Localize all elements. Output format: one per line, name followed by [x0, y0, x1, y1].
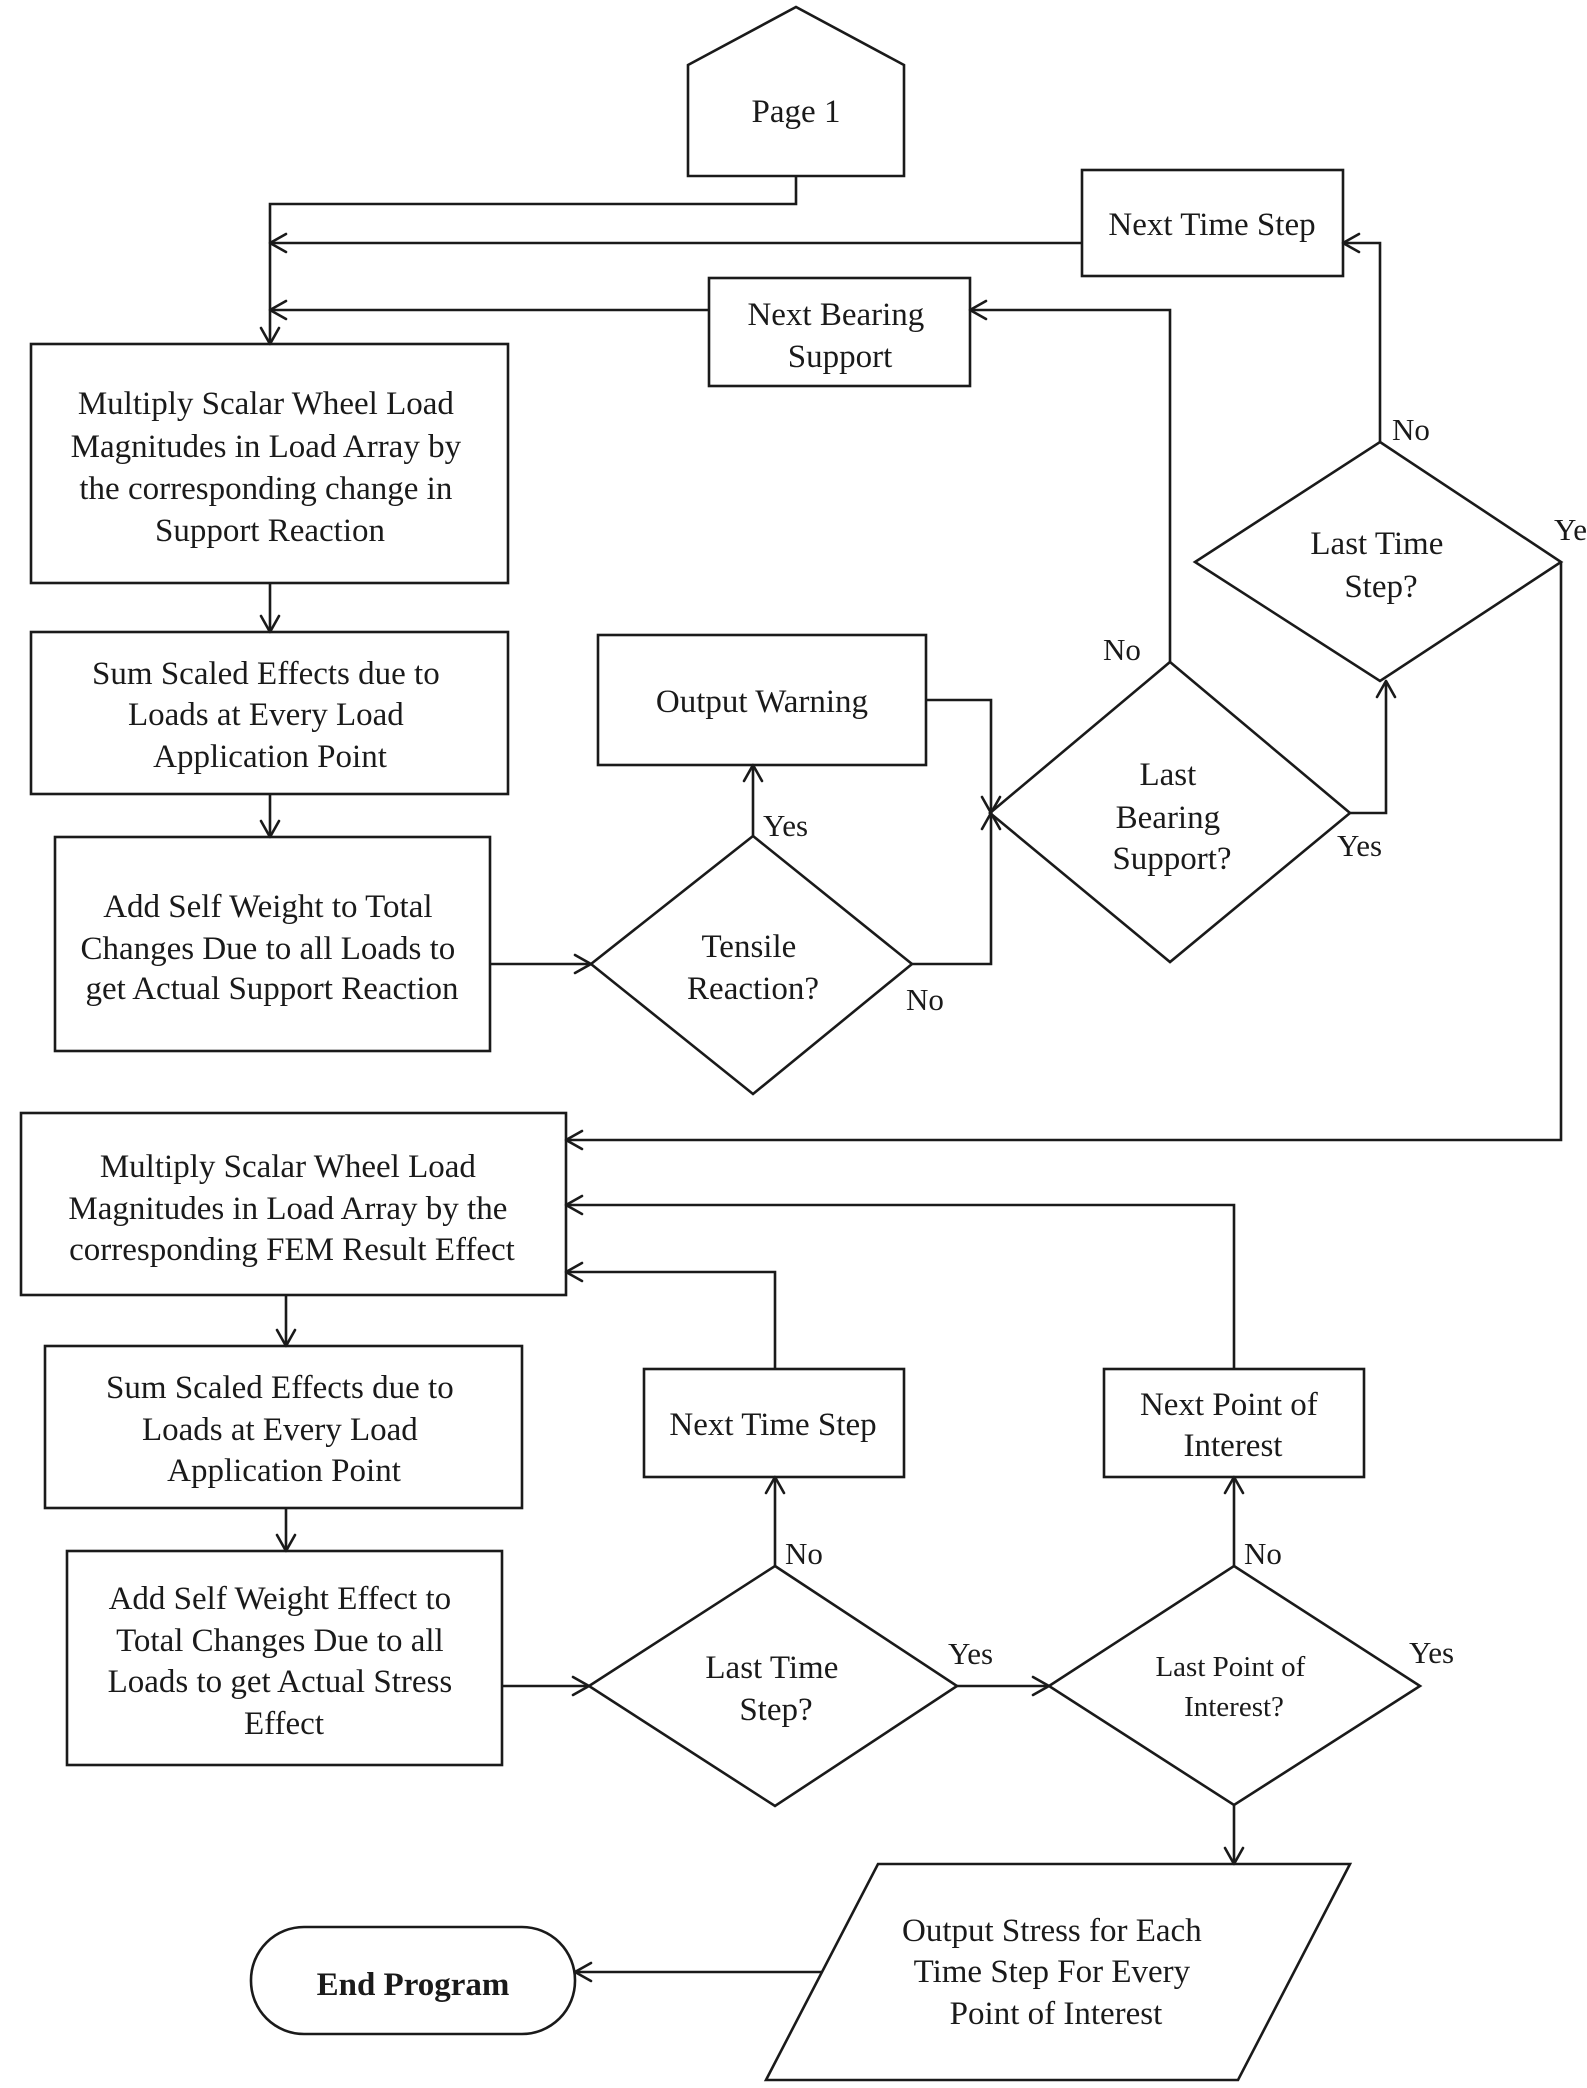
edge-label-poi-no: No — [1244, 1536, 1282, 1571]
edge-label-time-top-yes: Yes — [1554, 512, 1587, 547]
sum-scaled-effects-2-label: Sum Scaled Effects due to Loads at Every… — [106, 1370, 462, 1489]
output-warning-label: Output Warning — [656, 684, 868, 720]
sum-scaled-effects-1-box — [29, 630, 510, 796]
arrowhead — [564, 1129, 584, 1151]
connector-time-top-no — [1343, 241, 1382, 442]
arrowhead — [275, 1328, 297, 1348]
arrowhead — [742, 763, 764, 783]
arrowhead — [573, 953, 593, 975]
next-point-of-interest-label: Next Point of Interest — [1140, 1387, 1326, 1464]
last-time-step-top-label: Last Time Step? — [1310, 526, 1451, 605]
edge-label-tensile-yes: Yes — [763, 808, 808, 843]
edge-label-bearing-no: No — [1103, 632, 1141, 667]
arrowhead — [1031, 1675, 1051, 1697]
connector-next-time-bottom-loop — [566, 1270, 777, 1369]
arrowhead — [1341, 232, 1361, 254]
last-time-step-top-decision — [1192, 440, 1564, 683]
arrowhead — [564, 1194, 584, 1216]
multiply-change-support-label: Multiply Scalar Wheel Load Magnitudes in… — [71, 386, 470, 549]
end-program-label: End Program — [317, 1967, 510, 2003]
output-warning-box — [596, 633, 928, 767]
sum-scaled-effects-2-box — [43, 1344, 524, 1510]
arrowhead — [571, 1675, 591, 1697]
arrowhead — [259, 819, 281, 839]
add-self-weight-stress-label: Add Self Weight Effect to Total Changes … — [108, 1581, 461, 1742]
tensile-reaction-decision — [588, 834, 915, 1096]
connector-bearing-yes — [1350, 681, 1388, 815]
connector-warning-to-bearing — [926, 698, 993, 813]
tensile-reaction-label: Tensile Reaction? — [687, 929, 819, 1007]
arrowhead — [573, 1961, 593, 1983]
add-self-weight-reaction-label: Add Self Weight to Total Changes Due to … — [80, 889, 463, 1007]
add-self-weight-stress-box — [65, 1549, 504, 1767]
arrowhead — [259, 614, 281, 634]
last-point-of-interest-decision — [1046, 1564, 1423, 1807]
edge-label-bearing-yes: Yes — [1337, 828, 1382, 863]
sum-scaled-effects-1-label: Sum Scaled Effects due to Loads at Every… — [92, 656, 448, 775]
edge-label-tensile-no: No — [906, 982, 944, 1017]
arrowhead — [980, 795, 1002, 815]
page-connector — [686, 5, 906, 178]
next-time-step-top-box — [1080, 168, 1345, 278]
edge-label-time-bottom-yes: Yes — [948, 1636, 993, 1671]
next-bearing-support-box — [707, 276, 972, 388]
output-stress-label: Output Stress for Each Time Step For Eve… — [902, 1913, 1210, 2032]
add-self-weight-reaction-box — [53, 835, 492, 1053]
end-program-terminal — [249, 1925, 577, 2036]
next-time-step-bottom-label: Next Time Step — [669, 1407, 876, 1443]
multiply-fem-effect-label: Multiply Scalar Wheel Load Magnitudes in… — [68, 1149, 515, 1268]
next-point-of-interest-box — [1102, 1367, 1366, 1479]
next-time-step-top-label: Next Time Step — [1108, 207, 1315, 243]
output-stress-parallelogram — [763, 1862, 1353, 2082]
arrowhead — [764, 1475, 786, 1495]
edge-label-time-top-no: No — [1392, 412, 1430, 447]
last-bearing-support-label: Last Bearing Support? — [1112, 757, 1231, 877]
edge-label-time-bottom-no: No — [785, 1536, 823, 1571]
arrowhead — [268, 232, 288, 254]
connector-time-top-yes — [566, 562, 1563, 1142]
last-time-step-bottom-label: Last Time Step? — [705, 1650, 846, 1728]
arrowhead — [968, 299, 988, 321]
page-connector-label: Page 1 — [752, 94, 841, 130]
arrowhead — [1223, 1475, 1245, 1495]
arrowhead — [268, 299, 288, 321]
connector-bearing-no — [970, 308, 1172, 662]
last-bearing-support-decision — [987, 660, 1353, 964]
connectors — [268, 176, 1563, 1974]
multiply-fem-effect-box — [19, 1111, 568, 1297]
arrowhead — [259, 326, 281, 346]
last-time-step-bottom-decision — [586, 1564, 960, 1808]
arrowhead — [564, 1261, 584, 1283]
arrowhead — [275, 1533, 297, 1553]
connector-next-poi-loop — [566, 1203, 1236, 1369]
edge-label-poi-yes: Yes — [1409, 1635, 1454, 1670]
last-point-of-interest-label: Last Point of Interest? — [1155, 1651, 1312, 1723]
arrowhead — [1223, 1846, 1245, 1866]
connector-tensile-no — [912, 813, 993, 966]
arrowheads — [259, 232, 1397, 1983]
next-bearing-support-label: Next Bearing Support — [747, 297, 932, 375]
connector-page-to-flow — [268, 176, 798, 344]
arrowhead — [1375, 679, 1397, 699]
